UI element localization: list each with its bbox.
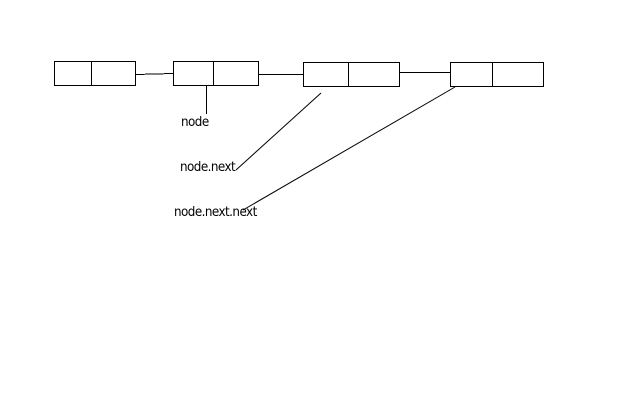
label-node: node (181, 115, 209, 130)
list-node-1 (54, 61, 136, 86)
label-node-next: node.next (180, 160, 236, 175)
list-node-4 (450, 62, 544, 87)
list-node-2 (173, 61, 259, 86)
link-1-to-2 (135, 73, 174, 75)
list-node-3 (303, 62, 400, 87)
pointer-node-next-next (242, 86, 456, 211)
pointer-node-next (235, 92, 322, 171)
label-node-next-next: node.next.next (174, 205, 257, 220)
